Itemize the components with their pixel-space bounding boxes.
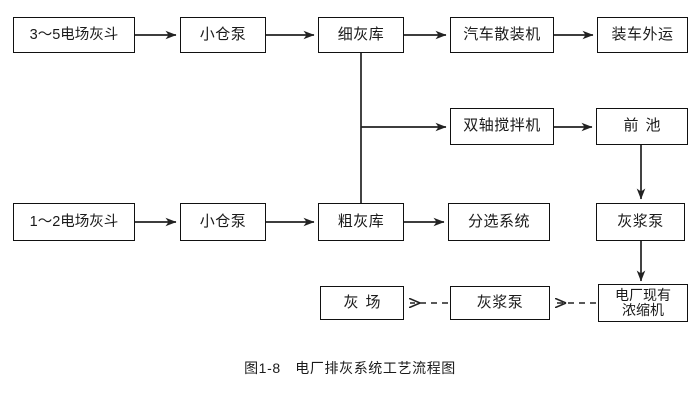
node-fine-ash-silo[interactable]: 细灰库 <box>318 17 404 53</box>
node-ash-yard[interactable]: 灰场 <box>320 286 404 320</box>
node-slurry-pump-bottom[interactable]: 灰浆泵 <box>450 286 550 320</box>
node-truck-transport-out[interactable]: 装车外运 <box>597 17 688 53</box>
node-twin-shaft-mixer[interactable]: 双轴搅拌机 <box>450 108 554 145</box>
node-coarse-ash-silo[interactable]: 粗灰库 <box>318 203 404 241</box>
node-hopper-1-2-field[interactable]: 1～2电场灰斗 <box>13 203 135 241</box>
node-hopper-3-5-field[interactable]: 3～5电场灰斗 <box>13 17 135 53</box>
node-slurry-pump-right[interactable]: 灰浆泵 <box>596 203 685 241</box>
node-sorting-system[interactable]: 分选系统 <box>448 203 550 241</box>
node-front-pool[interactable]: 前池 <box>596 108 688 145</box>
node-small-bin-pump-bottom[interactable]: 小仓泵 <box>180 203 266 241</box>
node-truck-bulk-loader[interactable]: 汽车散装机 <box>450 17 554 53</box>
figure-caption: 图1-8 电厂排灰系统工艺流程图 <box>244 360 456 376</box>
node-small-bin-pump-top[interactable]: 小仓泵 <box>180 17 266 53</box>
node-existing-plant-thickener[interactable]: 电厂现有 浓缩机 <box>598 284 688 322</box>
